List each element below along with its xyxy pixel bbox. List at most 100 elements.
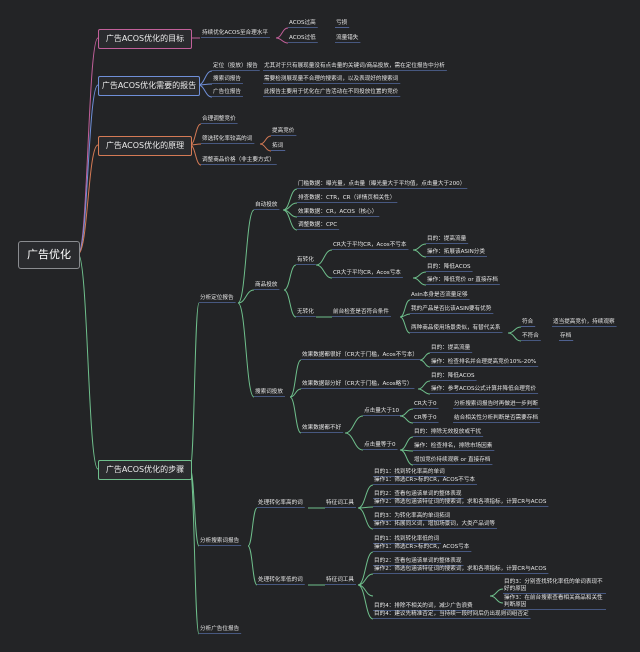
report-placement[interactable]: 广告位报告 (213, 89, 241, 95)
branch-goal[interactable]: 广告ACOS优化的目标 (98, 29, 192, 49)
search-cr-above-0[interactable]: CR大于0 (414, 401, 437, 407)
search-effect-good[interactable]: 效果数据都很好（CR大于门槛，Acos不亏本） (302, 352, 419, 358)
step-search-report[interactable]: 分析搜索词报告 (200, 538, 240, 544)
principle-expand[interactable]: 拓词 (272, 143, 284, 149)
search-cr-above-0-result[interactable]: 分析搜索词报告时再做进一步判断 (454, 401, 538, 407)
low-cr-q4b[interactable]: 目的4：建议先精准否定，当持续一段时间后仍出现则词组否定 (374, 611, 529, 617)
high-cr-p1[interactable]: 目的1：找到转化率高的单词 (374, 469, 445, 475)
prod-cr-high-loss[interactable]: CR大于平均CR，Acos亏本 (333, 270, 401, 276)
report-placement-desc: 此报告主要用于优化在广告活动在不同投放位置的竞价 (264, 89, 399, 95)
connector-search (237, 302, 255, 398)
search-e2-action[interactable]: 操作：参考ACOS公式计算并降低合理竞价 (431, 386, 537, 392)
search-effect-partial[interactable]: 效果数据部分好（CR大于门槛，Acos略亏） (302, 381, 413, 387)
prod-a-goal[interactable]: 目的：提高流量 (427, 236, 467, 242)
report-targeting[interactable]: 定位（投放）报告 (213, 63, 258, 69)
search-effect-bad[interactable]: 效果数据都不好 (302, 425, 342, 431)
low-cr-q2[interactable]: 目的2：查看包涵该单词的整体表现 (374, 558, 462, 564)
c-e2b (417, 388, 431, 395)
low-cr-q1b[interactable]: 操作1：筛选CR>标的CR，ACOS亏本 (374, 544, 470, 550)
high-cr-p2b[interactable]: 操作2：筛选包涵该特征词的搜索词，求和各项指标，计算CR与ACOS (374, 499, 547, 505)
low-cr-q3b[interactable]: 操作3：在前台搜索查看相关商品和关性判断原因 (504, 595, 603, 608)
search-term-targeting[interactable]: 搜索词投放 (255, 389, 283, 395)
goal-item[interactable]: 持续优化ACOS至合理水平 (202, 30, 268, 36)
root-node[interactable]: 广告优化 (18, 241, 80, 269)
search-cr-equals-0-result[interactable]: 结合相关性分析判断是否需要存档 (454, 415, 538, 421)
connector-auto (237, 209, 255, 304)
handle-high-cr[interactable]: 处理转化率高的词 (258, 500, 303, 506)
high-cr-p3b[interactable]: 操作3：拓展同义词，增加场景词，大类产品词等 (374, 521, 496, 527)
connector-goal (77, 37, 99, 255)
step-placement-report[interactable]: 分析广告位报告 (200, 626, 240, 632)
goal-acos-high-result[interactable]: 亏损 (336, 20, 348, 26)
c-a2 (412, 249, 427, 258)
connector-expand (259, 143, 272, 152)
report-search-term[interactable]: 搜索词报告 (213, 76, 241, 82)
connector-report-0 (197, 70, 213, 86)
search-g2-extra[interactable]: 增加竞价持续观察 or 直接存档 (414, 457, 491, 463)
branch-reports[interactable]: 广告ACOS优化需要的报告 (98, 76, 200, 96)
high-cr-tool[interactable]: 特征词工具 (326, 500, 354, 506)
principle-raise-bid[interactable]: 提高竞价 (272, 128, 295, 134)
high-cr-p2[interactable]: 目的2：查看包涵该单词的整体表现 (374, 491, 462, 497)
c-a1 (412, 243, 427, 251)
prod-cond-traffic[interactable]: Asin本身是否流量足够 (411, 292, 468, 298)
prod-cond-substitute[interactable]: 两种商品使用场景类似，有替代关系 (411, 325, 501, 331)
auto-adjust[interactable]: 调整数据：CPC (298, 222, 338, 228)
c-q1 (357, 551, 374, 586)
step-targeting-report[interactable]: 分析定位报告 (200, 295, 234, 301)
principle-bid[interactable]: 合理调整竞价 (202, 116, 236, 122)
c-g1 (344, 415, 364, 434)
prod-not-converted[interactable]: 无转化 (297, 309, 314, 315)
branch-steps[interactable]: 广告ACOS优化的步骤 (98, 460, 192, 480)
product-targeting[interactable]: 商品投放 (255, 282, 278, 288)
prod-unfit[interactable]: 不符合 (522, 333, 539, 339)
search-clicks-over-10[interactable]: 点击量大于10 (364, 408, 400, 414)
prod-check-frontend[interactable]: 前台检查是否符合条件 (333, 309, 389, 315)
prod-unfit-result[interactable]: 存档 (560, 333, 572, 339)
prod-cr-high-profit[interactable]: CR大于平均CR，Acos不亏本 (333, 242, 407, 248)
prod-b-goal[interactable]: 目的：降低ACOS (427, 264, 471, 270)
prod-fit[interactable]: 符合 (522, 319, 534, 325)
goal-acos-low-result[interactable]: 流量错失 (336, 35, 359, 41)
principle-filter[interactable]: 筛选转化率较高的词 (202, 136, 253, 142)
c-p3 (357, 507, 374, 530)
auto-check[interactable]: 排查数据：CTR，CR（详情页相关性） (298, 195, 396, 201)
c-e1 (289, 359, 302, 398)
connector-step-3 (189, 468, 200, 635)
search-clicks-zero[interactable]: 点击量等于0 (364, 442, 396, 448)
low-cr-q2b[interactable]: 操作2：筛选包涵该特征词的搜索词，求和各项指标，计算CR与ACOS (374, 566, 547, 572)
search-cr-equals-0[interactable]: CR等于0 (414, 415, 437, 421)
low-cr-q4[interactable]: 目的4：排除不相关的词，减少广告浪费 (374, 603, 473, 609)
search-g2-goal[interactable]: 目的：排除无效投放或干扰 (414, 429, 482, 435)
prod-b-action[interactable]: 操作：降低竞价 or 直接存档 (427, 277, 498, 283)
search-e1-action[interactable]: 操作：检查排名并合理提高竞价10%-20% (431, 359, 537, 365)
c-c3 (399, 316, 411, 334)
low-cr-tool[interactable]: 特征词工具 (326, 577, 354, 583)
search-e1-goal[interactable]: 目的：提高流量 (431, 345, 471, 351)
prod-cond-advantage[interactable]: 我的产品是否比该ASIN要有优势 (411, 306, 492, 312)
search-e2-goal[interactable]: 目的：降低ACOS (431, 373, 475, 379)
connector-step-1 (189, 302, 200, 470)
goal-acos-high[interactable]: ACOS过高 (289, 20, 316, 26)
high-cr-p3[interactable]: 目的3：为转化率高的单词拓词 (374, 513, 451, 519)
c-q3a (489, 588, 504, 597)
c-g1b (399, 415, 414, 424)
connector-acos-low (275, 37, 289, 44)
prod-converted[interactable]: 有转化 (297, 257, 314, 263)
branch-principle[interactable]: 广告ACOS优化的原理 (98, 136, 192, 156)
high-cr-p1b[interactable]: 操作1：筛选CR>标的CR，ACOS不亏本 (374, 477, 475, 483)
principle-price[interactable]: 调整商品价格（非主要方式） (202, 157, 275, 163)
low-cr-q3[interactable]: 目的3：分别查找转化率低的单词表现不好的原因 (504, 579, 603, 592)
handle-low-cr[interactable]: 处理转化率低的词 (258, 577, 303, 583)
search-g2-action[interactable]: 操作：检查排名，排除市场因素 (414, 443, 493, 449)
c-q4 (357, 584, 374, 620)
auto-effect[interactable]: 效果数据：CR，ACOS（核心） (298, 209, 378, 215)
prod-a-action[interactable]: 操作：拓展该ASIN分类 (427, 249, 485, 255)
connector-reports (77, 84, 99, 255)
auto-threshold[interactable]: 门槛数据：曝光量，点击量（曝光量大于平均值，点击量大于200） (298, 181, 466, 187)
auto-targeting[interactable]: 自动投放 (255, 202, 278, 208)
goal-acos-low[interactable]: ACOS过低 (289, 35, 316, 41)
low-cr-q1[interactable]: 目的1：找到转化率低的词 (374, 536, 440, 542)
prod-fit-result[interactable]: 适当提高竞价，持续观察 (553, 319, 615, 325)
report-targeting-desc: 尤其对于只有展现量没有点击量的关键词/商品投放，需在定位报告中分析 (264, 63, 445, 69)
